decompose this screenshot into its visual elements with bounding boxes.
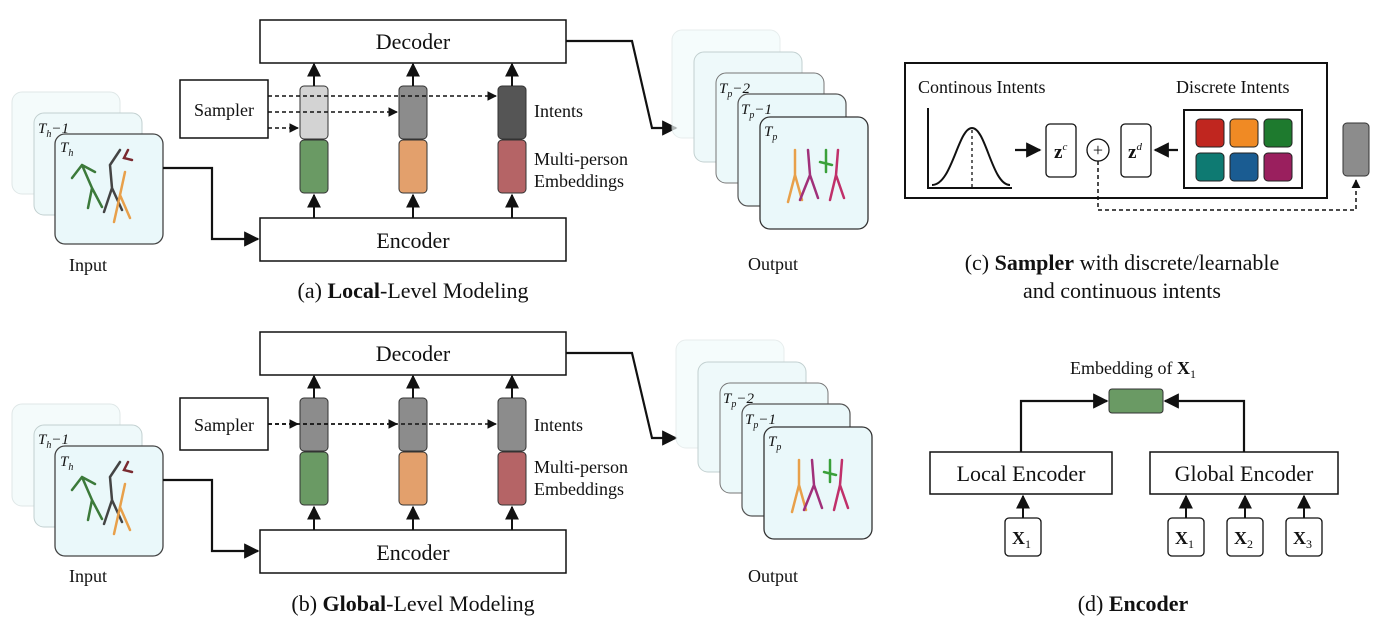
encoder-box xyxy=(259,529,567,574)
arrow xyxy=(1019,393,1109,452)
decoder-box xyxy=(259,331,567,376)
caption-b: (b) Global-Level Modeling xyxy=(291,591,534,616)
embedding-token xyxy=(398,139,428,194)
caption-d: (d) Encoder xyxy=(1078,591,1189,616)
vertical-arrows xyxy=(307,62,519,218)
output-label: Output xyxy=(748,566,798,586)
intents-label: Intents xyxy=(534,415,583,435)
frame-label-th: T xyxy=(60,140,70,156)
output-label: Output xyxy=(748,254,798,274)
skeleton-icon xyxy=(786,148,846,204)
embeddings-label-line1: Multi-person xyxy=(534,149,628,169)
embeddings-label-line2: Embeddings xyxy=(534,171,624,191)
embeddings-label-line1: Multi-person xyxy=(534,457,628,477)
encoder-label: Encoder xyxy=(376,540,450,565)
discrete-intent-token xyxy=(1229,152,1259,182)
svg-text:Tp−2: Tp−2 xyxy=(723,391,754,410)
sampler-box xyxy=(179,79,269,139)
output-arrow xyxy=(566,39,678,136)
sampler-label: Sampler xyxy=(194,415,254,435)
plus-label: + xyxy=(1093,140,1103,160)
output-arrow xyxy=(566,351,678,446)
svg-text:Tp−1: Tp−1 xyxy=(745,412,776,431)
skeleton-icon xyxy=(790,458,850,514)
svg-text:zd: zd xyxy=(1128,141,1142,163)
zc-label: z xyxy=(1054,142,1063,163)
panel-d-encoder: Embedding of X1 Local Encoder Global Enc… xyxy=(929,358,1339,616)
output-frames: Tp−2 Tp−1 Tp xyxy=(671,29,869,230)
zc-box xyxy=(1045,123,1077,178)
input-label: Input xyxy=(69,566,107,586)
input-frames: Th−1 Th xyxy=(11,403,164,557)
discrete-intent-token xyxy=(1229,118,1259,148)
svg-text:zc: zc xyxy=(1054,141,1067,163)
skeleton-icon xyxy=(70,148,134,224)
decoder-label: Decoder xyxy=(376,341,451,366)
zd-box xyxy=(1120,123,1152,178)
embedding-token xyxy=(497,451,527,506)
svg-text:Tp: Tp xyxy=(764,124,777,143)
sampler-box xyxy=(179,397,269,451)
embedding-title: Embedding of X1 xyxy=(1070,358,1196,381)
caption-c-line2: and continuous intents xyxy=(1023,278,1221,303)
panel-c-sampler: Continous Intents Discrete Intents zc + … xyxy=(904,62,1370,303)
svg-text:Tp: Tp xyxy=(768,434,781,453)
svg-text:X1: X1 xyxy=(1175,528,1194,551)
input-frames: Th−1 Th xyxy=(11,91,164,245)
input-arrow xyxy=(163,478,260,559)
input-arrow xyxy=(163,166,260,247)
zd-label: z xyxy=(1128,142,1137,163)
intent-token xyxy=(497,397,527,452)
embeddings-label-line2: Embeddings xyxy=(534,479,624,499)
svg-text:Th: Th xyxy=(60,454,73,473)
embedding-token xyxy=(1108,388,1164,414)
vertical-arrows xyxy=(307,374,519,530)
input-arrows xyxy=(1016,494,1311,518)
panel-a-local-level: Th−1 Th Input Decoder Encoder Sampler xyxy=(11,19,869,303)
svg-text:X2: X2 xyxy=(1234,528,1253,551)
svg-text:Tp−2: Tp−2 xyxy=(719,81,750,100)
global-encoder-label: Global Encoder xyxy=(1175,461,1314,486)
svg-text:Th−1: Th−1 xyxy=(38,121,69,140)
continuous-intents-label: Continous Intents xyxy=(918,77,1046,97)
discrete-intent-token xyxy=(1195,152,1225,182)
embedding-token xyxy=(398,451,428,506)
caption-a: (a) Local-Level Modeling xyxy=(298,278,529,303)
decoder-label: Decoder xyxy=(376,29,451,54)
discrete-intents-label: Discrete Intents xyxy=(1176,77,1289,97)
caption-c-line1: (c) Sampler with discrete/learnable xyxy=(965,250,1280,275)
input-label: Input xyxy=(69,255,107,275)
discrete-intent-token xyxy=(1195,118,1225,148)
local-encoder-label: Local Encoder xyxy=(957,461,1087,486)
svg-text:X1: X1 xyxy=(1012,528,1031,551)
intent-token xyxy=(398,85,428,140)
skeleton-icon xyxy=(70,460,134,536)
sampled-intent-arrow xyxy=(1097,161,1361,211)
frame-label-th-1: T xyxy=(38,121,48,137)
discrete-intent-token xyxy=(1263,118,1293,148)
svg-text:Tp−1: Tp−1 xyxy=(741,102,772,121)
embedding-token xyxy=(299,451,329,506)
embedding-token xyxy=(299,139,329,194)
sampler-arrows xyxy=(268,91,497,133)
svg-text:X3: X3 xyxy=(1293,528,1312,551)
svg-text:Th: Th xyxy=(60,140,73,159)
discrete-intent-token xyxy=(1263,152,1293,182)
arrow xyxy=(1163,393,1246,452)
sampled-intent-token xyxy=(1342,122,1370,177)
panel-b-global-level: Th−1 Th Input Decoder Encoder Sampler xyxy=(11,331,873,616)
intent-token xyxy=(497,85,527,140)
output-frames: Tp−2 Tp−1 Tp xyxy=(675,339,873,540)
encoder-label: Encoder xyxy=(376,228,450,253)
sampler-label: Sampler xyxy=(194,100,254,120)
encoder-box xyxy=(259,217,567,262)
svg-text:Th−1: Th−1 xyxy=(38,432,69,451)
gaussian-distribution-icon xyxy=(927,108,1012,189)
embedding-token xyxy=(497,139,527,194)
intents-label: Intents xyxy=(534,101,583,121)
